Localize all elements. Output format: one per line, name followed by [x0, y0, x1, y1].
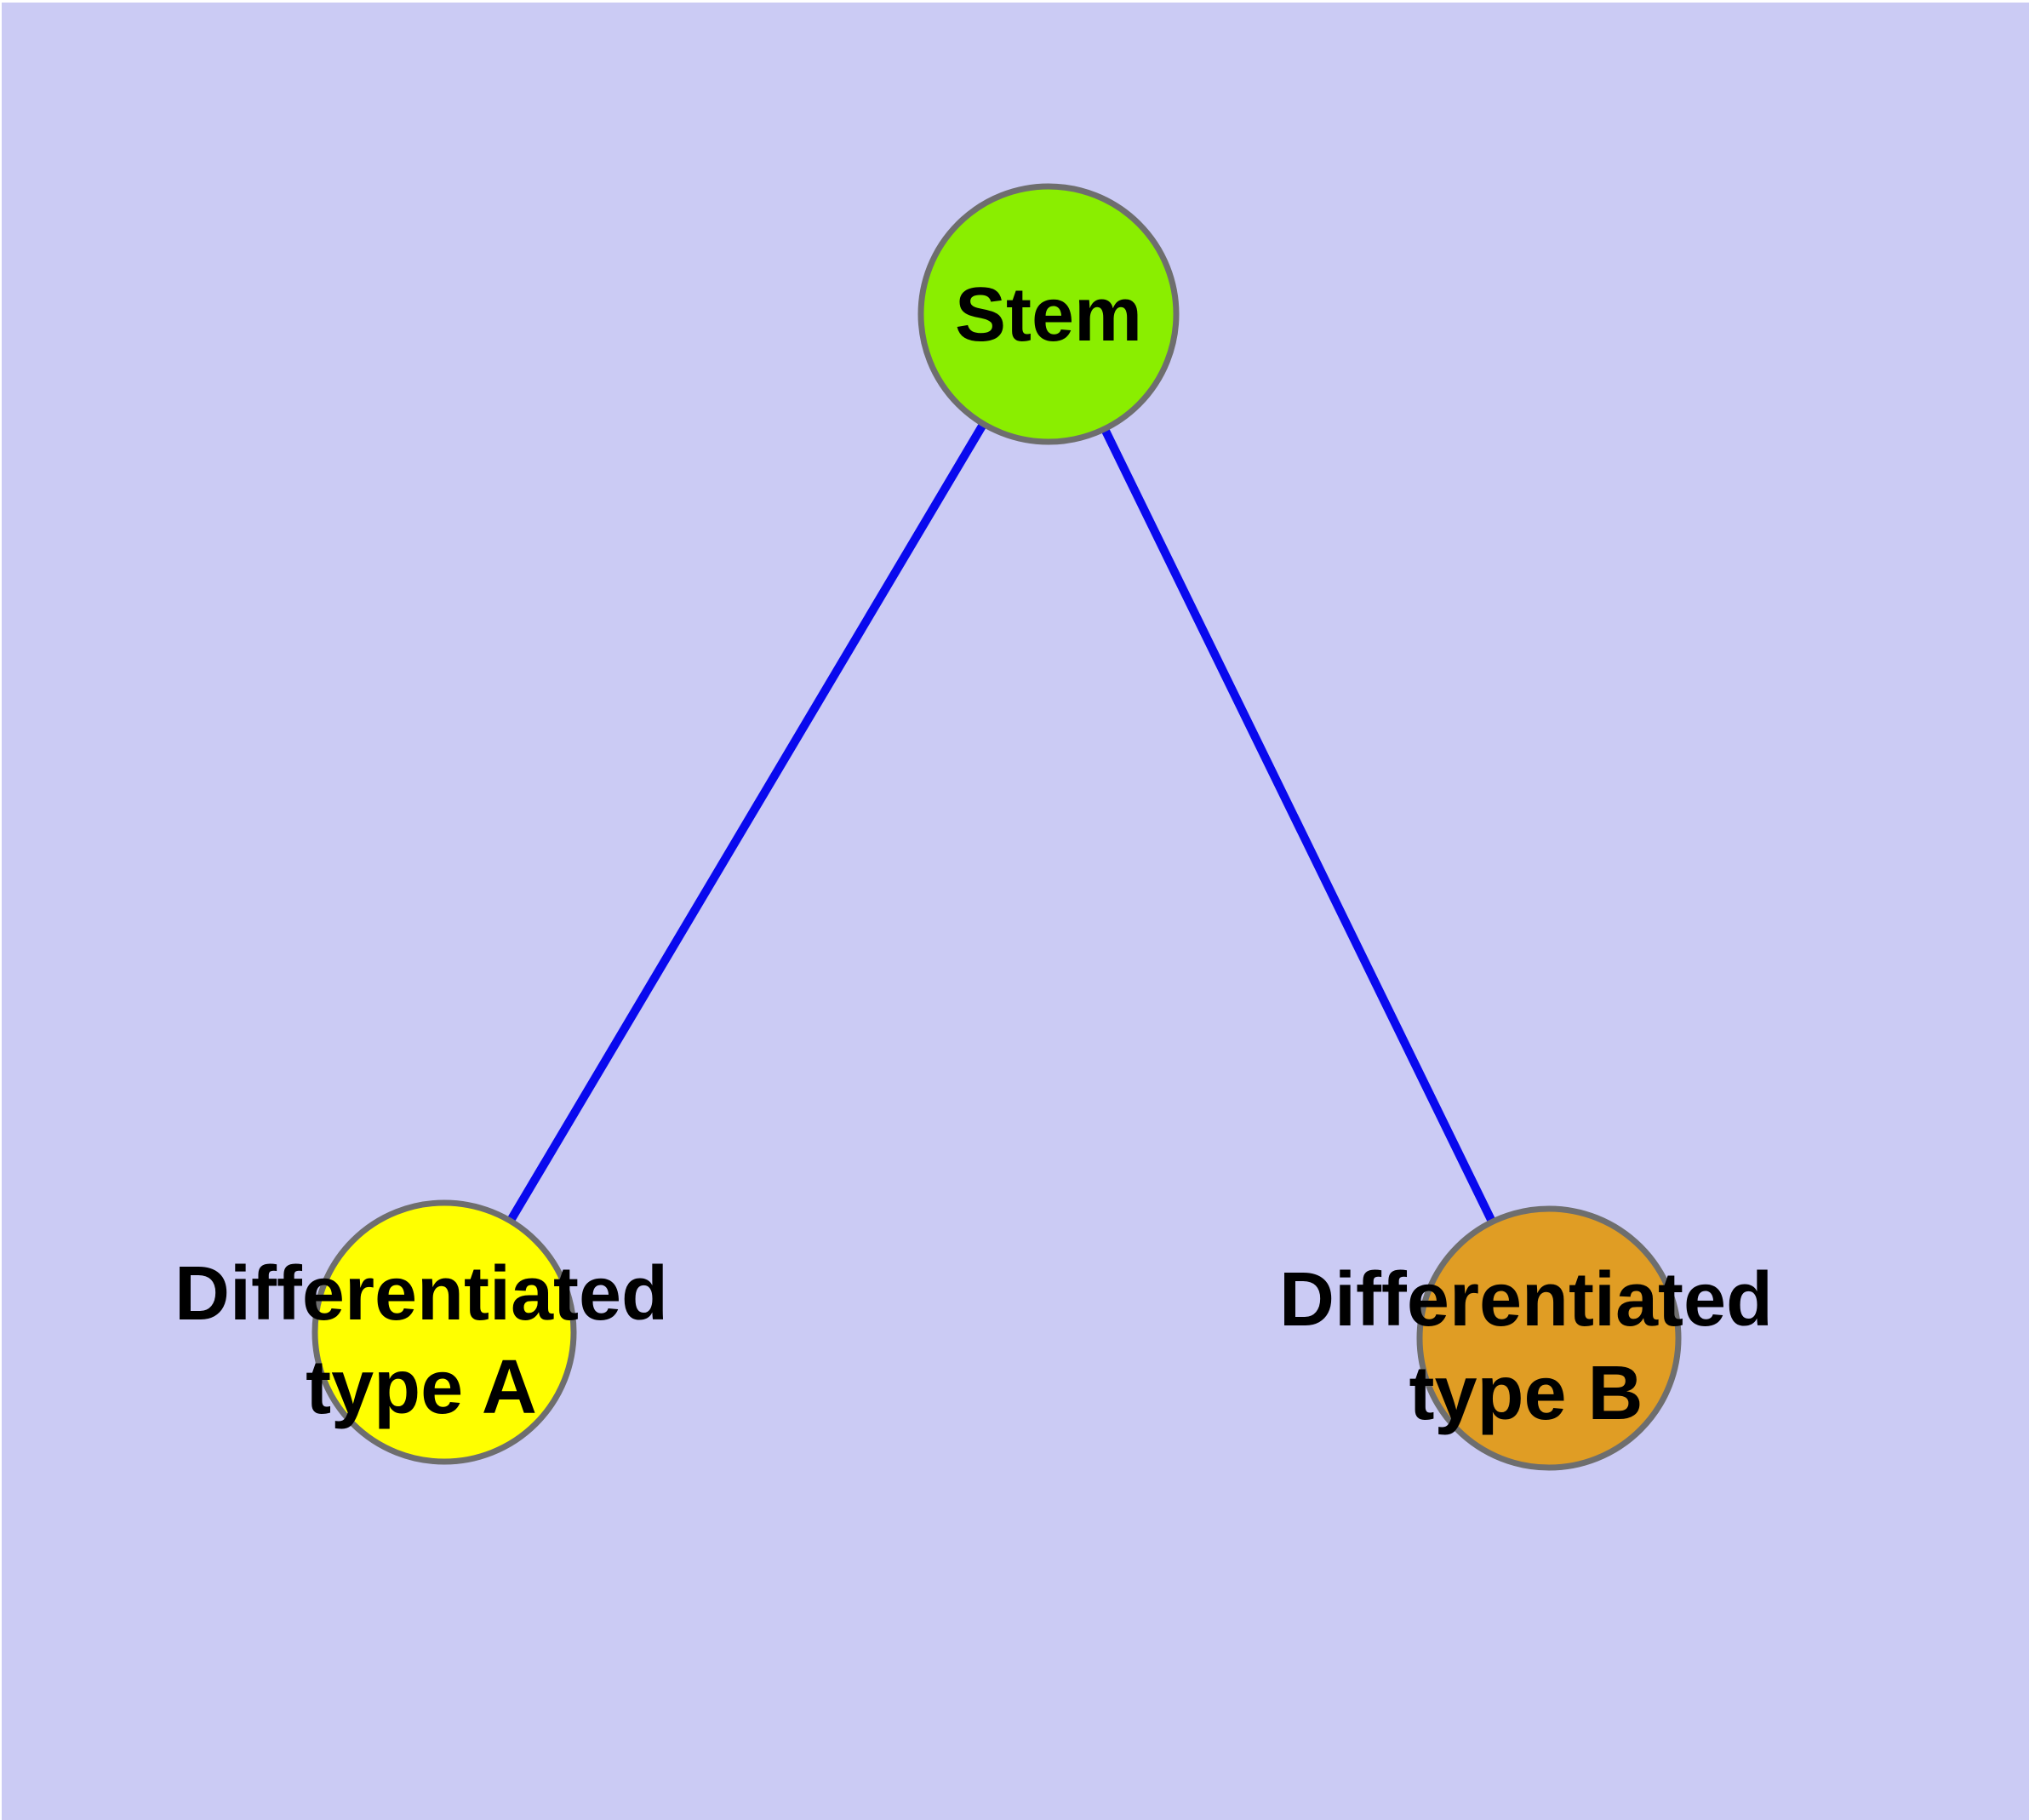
- node-differentiated-type-b-label-line-2: type B: [1409, 1351, 1643, 1436]
- edge-stem-to-differentiated-type-a: [440, 312, 1053, 1335]
- node-differentiated-type-b-label: Differentiated type B: [1279, 1257, 1773, 1436]
- node-differentiated-type-b-label-line-1: Differentiated: [1279, 1257, 1773, 1342]
- node-differentiated-type-a-label: Differentiated type A: [174, 1251, 668, 1430]
- node-differentiated-type-b-circle: [1416, 1205, 1682, 1471]
- node-stem-label-line-1: Stem: [955, 272, 1142, 358]
- node-stem-circle: [917, 183, 1180, 445]
- node-differentiated-type-a-label-line-1: Differentiated: [174, 1251, 668, 1336]
- edge-stem-to-differentiated-type-b: [1044, 312, 1553, 1341]
- edges-layer: [440, 312, 1553, 1341]
- nodes-layer: [311, 183, 1682, 1471]
- node-differentiated-type-a-circle: [311, 1199, 577, 1465]
- node-stem-label: Stem: [955, 272, 1142, 358]
- node-differentiated-type-a-label-line-2: type A: [306, 1345, 537, 1430]
